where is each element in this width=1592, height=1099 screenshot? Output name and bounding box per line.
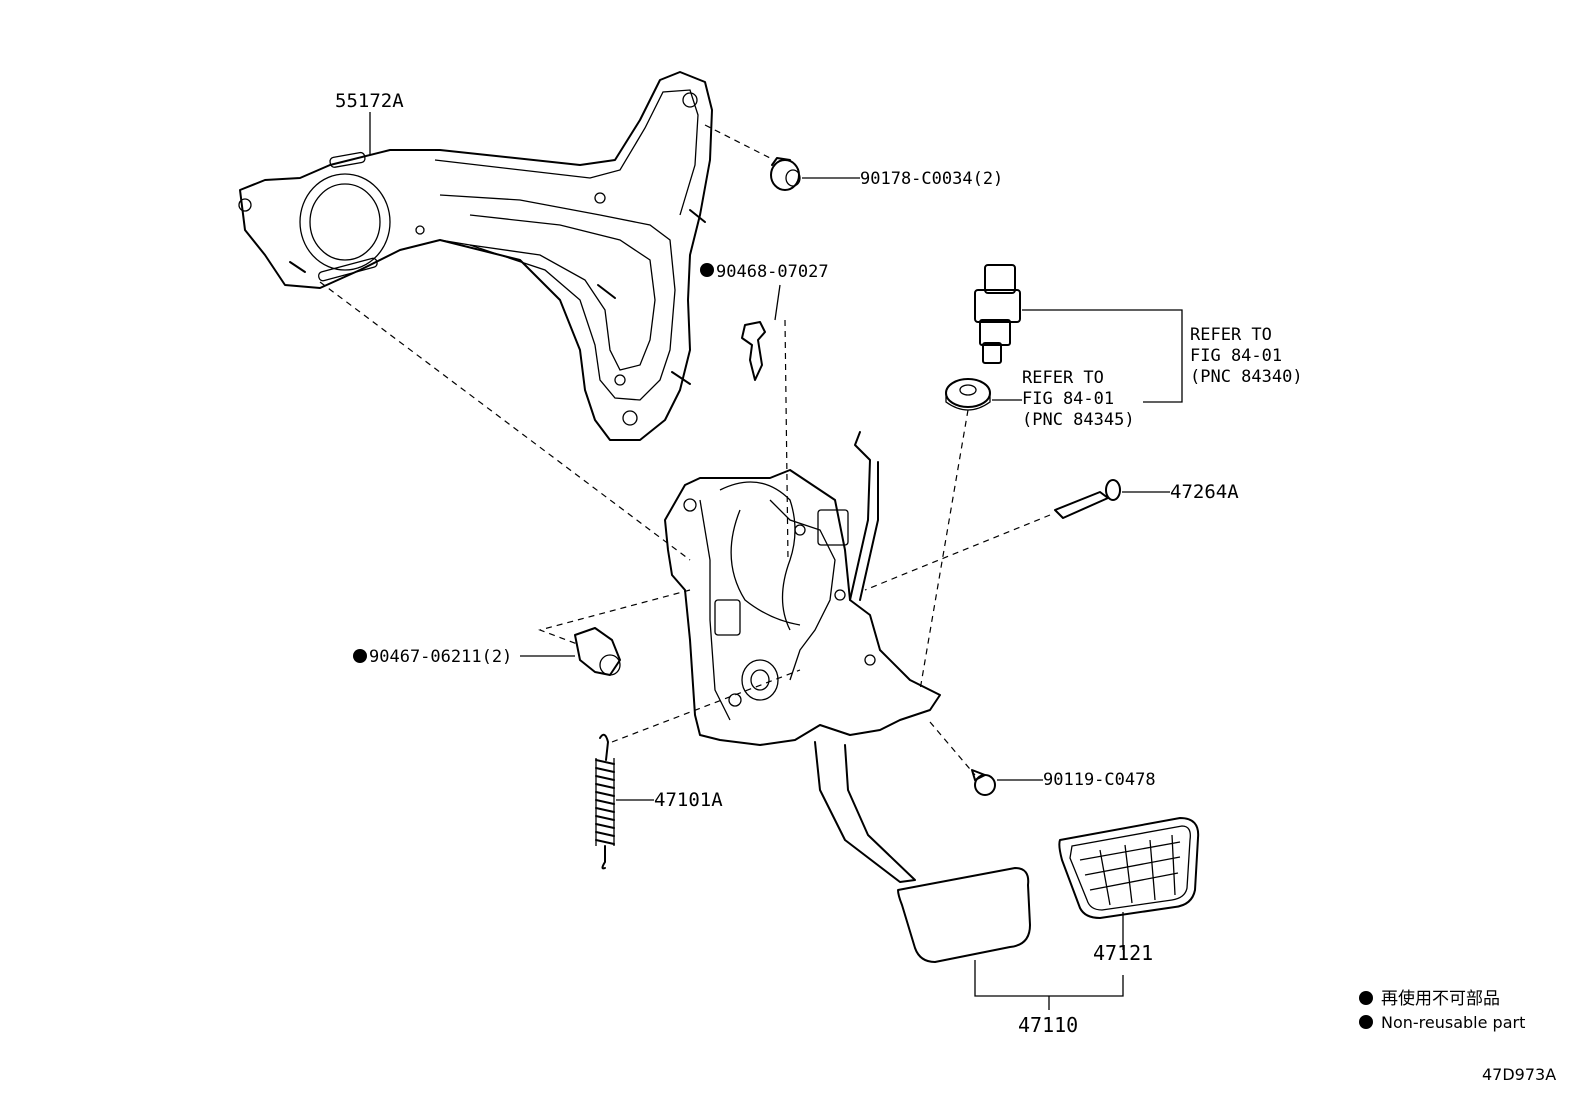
nut-90178 [770, 157, 801, 191]
label-ring-refer-1: REFER TO [1022, 368, 1104, 388]
stop-lamp-switch [974, 264, 1021, 364]
clip-90468 [741, 321, 766, 381]
label-clip-top: 90468-07027 [716, 262, 829, 282]
label-spring: 47101A [654, 789, 723, 811]
legend-jp: 再使用不可部品 [1381, 988, 1500, 1009]
label-switch-refer-3: (PNC 84340) [1190, 367, 1303, 387]
label-pin: 47264A [1170, 481, 1239, 503]
label-clip-left: 90467-06211(2) [369, 647, 512, 667]
pedal-bracket [238, 71, 713, 441]
pivot-pin [1054, 479, 1121, 519]
label-nut-top: 90178-C0034(2) [860, 169, 1003, 189]
clip-90467 [574, 627, 621, 676]
pedal-support [664, 431, 1031, 963]
label-ring-refer-3: (PNC 84345) [1022, 410, 1135, 430]
figure-code: 47D973A [1482, 1065, 1556, 1084]
label-bolt: 90119-C0478 [1043, 770, 1156, 790]
label-ring-refer-2: FIG 84-01 [1022, 389, 1114, 409]
non-reusable-marker [700, 263, 714, 277]
label-switch-refer-1: REFER TO [1190, 325, 1272, 345]
legend-marker [1359, 1015, 1373, 1029]
legend-en: Non-reusable part [1381, 1013, 1525, 1032]
label-pedal-assy: 47110 [1018, 1013, 1078, 1037]
bolt-90119 [971, 769, 996, 796]
pedal-pad-47121 [1058, 817, 1200, 919]
return-spring [595, 733, 615, 870]
label-pad: 47121 [1093, 941, 1153, 965]
label-bracket: 55172A [335, 90, 404, 112]
label-switch-refer-2: FIG 84-01 [1190, 346, 1282, 366]
switch-ring [945, 378, 991, 411]
legend-marker [1359, 991, 1373, 1005]
legend: 再使用不可部品 Non-reusable part [1359, 988, 1525, 1032]
non-reusable-marker [353, 649, 367, 663]
